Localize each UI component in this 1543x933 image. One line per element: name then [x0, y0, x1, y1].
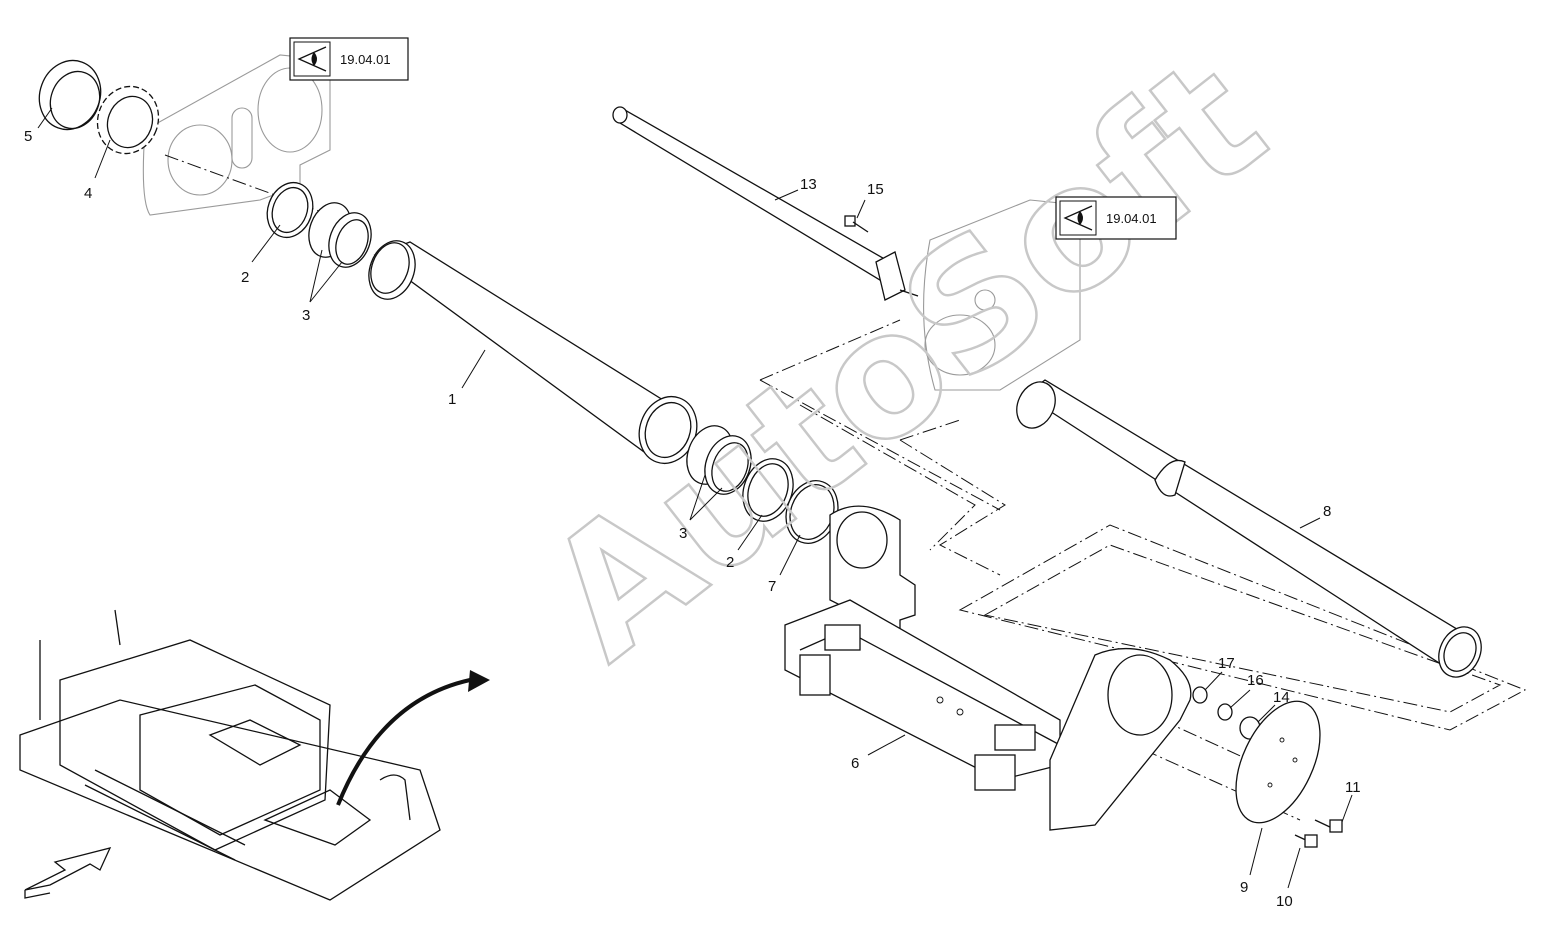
reference-box-right[interactable]: 19.04.01 — [1055, 196, 1177, 240]
ghost-frame-plate-left — [142, 54, 331, 216]
reference-box-top[interactable]: 19.04.01 — [289, 37, 409, 81]
callout-labels: 5 4 2 3 1 3 2 7 13 15 8 6 17 16 14 11 9 … — [24, 128, 1361, 910]
callout-17: 17 — [1218, 655, 1235, 672]
callout-16: 16 — [1247, 672, 1264, 689]
callout-2: 2 — [726, 554, 734, 571]
part-seal-ring-top — [266, 181, 314, 239]
callout-9: 9 — [1240, 879, 1248, 896]
callout-13: 13 — [800, 176, 817, 193]
part-bolts — [1294, 819, 1343, 848]
indicator-curved-arrow — [336, 670, 490, 806]
assembly-guide-lines — [164, 154, 1527, 821]
part-lock-nut — [38, 59, 102, 131]
part-shaft — [612, 106, 919, 301]
part-bushing-pair-top — [308, 202, 372, 268]
callout-3: 3 — [302, 307, 310, 324]
part-main-tube — [368, 240, 698, 465]
part-bushing-pair-middle — [686, 425, 752, 495]
callout-7: 7 — [768, 578, 776, 595]
part-cover-plate — [1235, 700, 1321, 824]
overview-machine-illustration — [19, 609, 441, 901]
reference-box-label: 19.04.01 — [340, 52, 391, 67]
callout-2: 2 — [241, 269, 249, 286]
direction-arrow-icon — [24, 847, 112, 899]
leader-lines — [37, 107, 1353, 889]
part-tab-washer — [96, 85, 160, 155]
part-nut-and-washers — [1192, 686, 1261, 740]
view-eye-icon — [1059, 200, 1097, 236]
callout-3: 3 — [679, 525, 687, 542]
callout-15: 15 — [867, 181, 884, 198]
part-long-tube — [1016, 379, 1482, 678]
callout-10: 10 — [1276, 893, 1293, 910]
callout-8: 8 — [1323, 503, 1331, 520]
callout-4: 4 — [84, 185, 92, 202]
callout-1: 1 — [448, 391, 456, 408]
callout-14: 14 — [1273, 689, 1290, 706]
callout-6: 6 — [851, 755, 859, 772]
part-bolt-small — [844, 215, 869, 233]
callout-11: 11 — [1345, 779, 1361, 796]
callout-5: 5 — [24, 128, 32, 145]
view-eye-icon — [293, 41, 331, 77]
ghost-frame-plate-right — [923, 199, 1081, 391]
reference-box-label: 19.04.01 — [1106, 211, 1157, 226]
part-bracket-frame — [784, 505, 1192, 831]
part-seal-ring-middle — [742, 458, 794, 522]
